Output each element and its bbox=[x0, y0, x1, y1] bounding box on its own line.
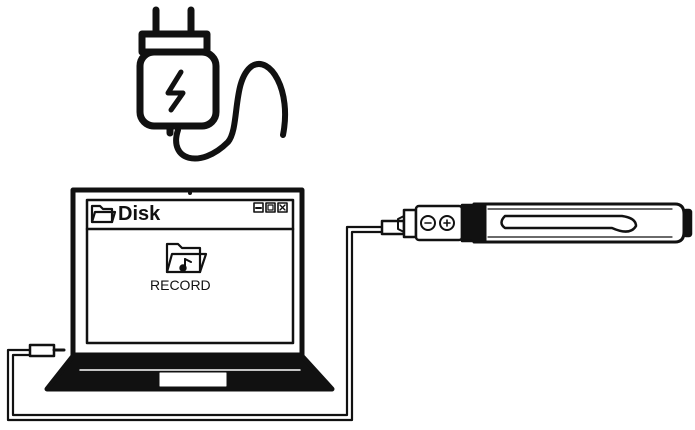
webcam-dot bbox=[188, 191, 192, 195]
minimize-icon[interactable] bbox=[253, 202, 264, 213]
usb-plug-pen bbox=[380, 219, 406, 236]
window-controls bbox=[253, 202, 288, 213]
folder-icon bbox=[90, 204, 117, 224]
record-folder-label[interactable]: RECORD bbox=[150, 277, 211, 293]
pen-recorder bbox=[397, 202, 693, 244]
touchpad bbox=[159, 372, 227, 387]
close-icon[interactable] bbox=[277, 202, 288, 213]
maximize-icon[interactable] bbox=[265, 202, 276, 213]
window-title: Disk bbox=[118, 203, 161, 225]
laptop bbox=[44, 187, 335, 392]
laptop-screen bbox=[85, 198, 295, 345]
usb-cable bbox=[6, 219, 406, 422]
charger-plug-icon bbox=[136, 6, 289, 162]
music-folder-icon[interactable] bbox=[165, 242, 208, 274]
usb-plug-laptop bbox=[28, 343, 56, 358]
